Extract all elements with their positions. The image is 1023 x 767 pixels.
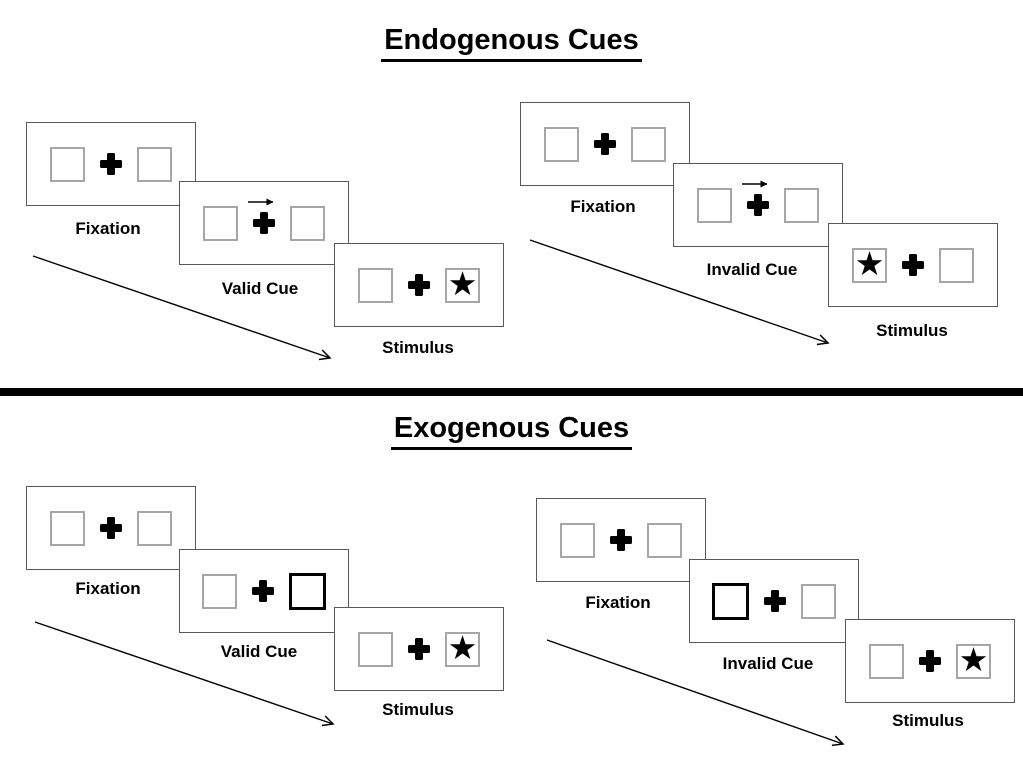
star-icon: ★ [447,628,478,667]
placeholder-box-left [358,267,393,303]
placeholder-box-right [647,522,682,558]
panel-label: Invalid Cue [722,654,814,673]
placeholder-box-left [544,126,579,162]
placeholder-box-left [203,205,238,241]
sequence-arrow-icon [546,639,845,747]
cue-arrow-icon [742,180,768,188]
panel-label: Fixation [585,593,651,612]
placeholder-box-right [137,146,172,182]
target-box-right: ★ [445,628,480,667]
fixation-panel [536,498,706,582]
section-divider [0,388,1023,396]
sequence-arrow-icon [32,255,332,361]
panel-label: Stimulus [876,321,948,340]
fixation-panel [520,102,690,186]
placeholder-box-left [869,643,904,679]
placeholder-box-right [137,510,172,546]
placeholder-box-left [202,573,237,609]
panel-label: Fixation [75,219,141,238]
fixation-cross-icon [408,638,430,660]
sequence-arrow-icon [34,621,335,727]
sequence-arrow-icon [529,239,830,346]
panel-label: Fixation [75,579,141,598]
valid-cue-panel [179,549,349,633]
placeholder-box-left [560,522,595,558]
star-icon: ★ [958,640,989,679]
target-box-right: ★ [956,640,991,679]
cue-arrow-icon [248,198,274,206]
stimulus-panel: ★ [334,243,504,327]
star-icon: ★ [854,244,885,283]
section-title-exogenous: Exogenous Cues [0,412,1023,451]
fixation-cross-icon [919,650,941,672]
fixation-panel [26,486,196,570]
fixation-cross-icon [747,194,769,216]
fixation-cross-icon [100,517,122,539]
placeholder-box-right [939,247,974,283]
fixation-cross-icon [764,590,786,612]
panel-label: Stimulus [892,711,964,730]
fixation-cross-icon [252,580,274,602]
section-title-text: Exogenous Cues [390,412,633,451]
invalid-cue-panel [689,559,859,643]
fixation-cross-icon [594,133,616,155]
section-title-endogenous: Endogenous Cues [0,24,1023,63]
highlighted-cue-box-left [712,582,749,620]
fixation-cross-icon [610,529,632,551]
invalid-cue-panel [673,163,843,247]
panel-label: Stimulus [382,338,454,357]
placeholder-box-right [784,187,819,223]
target-box-right: ★ [445,264,480,303]
placeholder-box-left [50,510,85,546]
placeholder-box-right [290,205,325,241]
section-title-text: Endogenous Cues [381,24,642,63]
stimulus-panel: ★ [334,607,504,691]
fixation-cross-icon [408,274,430,296]
stimulus-panel: ★ [828,223,998,307]
valid-cue-panel [179,181,349,265]
star-icon: ★ [447,264,478,303]
target-box-left: ★ [852,244,887,283]
fixation-cross-icon [902,254,924,276]
panel-label: Valid Cue [220,642,298,661]
fixation-panel [26,122,196,206]
panel-label: Valid Cue [221,279,299,298]
fixation-cross-icon [253,212,275,234]
placeholder-box-left [697,187,732,223]
panel-label: Invalid Cue [706,260,798,279]
panel-label: Stimulus [382,700,454,719]
placeholder-box-right [801,583,836,619]
placeholder-box-left [358,631,393,667]
fixation-cross-icon [100,153,122,175]
stimulus-panel: ★ [845,619,1015,703]
highlighted-cue-box-right [289,572,326,610]
placeholder-box-right [631,126,666,162]
placeholder-box-left [50,146,85,182]
panel-label: Fixation [570,197,636,216]
